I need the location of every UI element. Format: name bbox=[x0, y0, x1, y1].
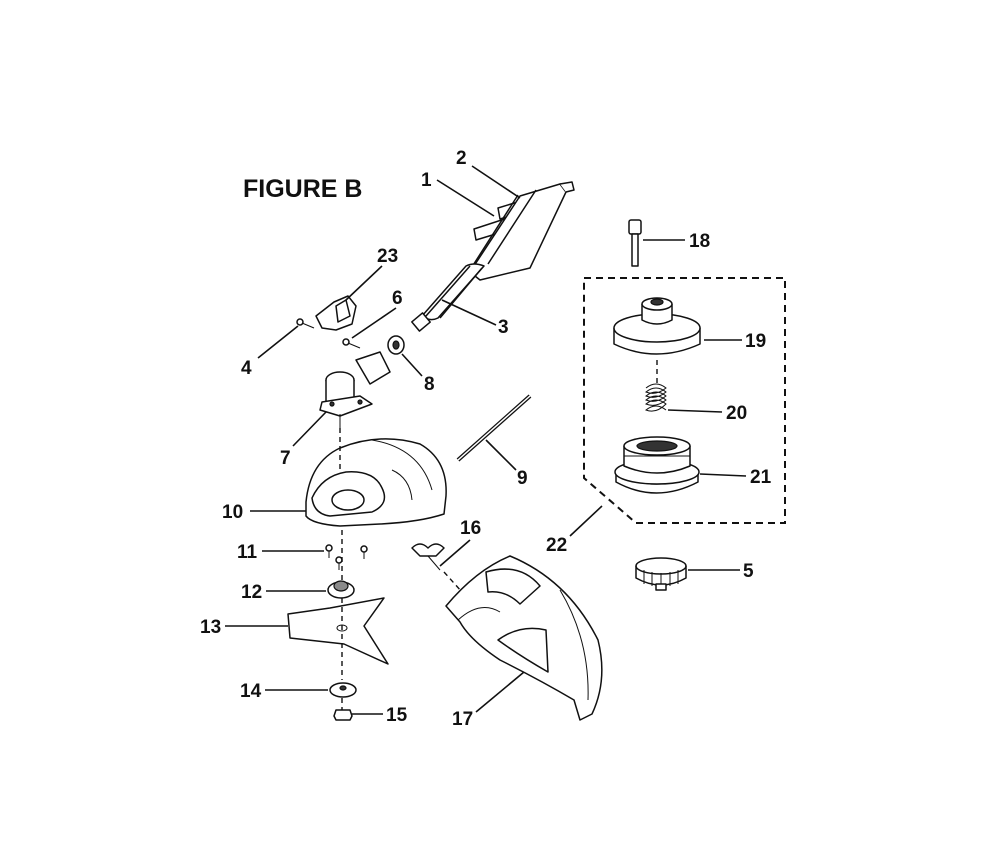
part-6-screw bbox=[342, 338, 361, 349]
callout-16: 16 bbox=[460, 518, 481, 539]
part-19-spool-cover bbox=[613, 297, 701, 355]
callout-9: 9 bbox=[517, 468, 528, 489]
part-7-gear-head bbox=[319, 351, 391, 428]
part-4-screw bbox=[296, 318, 315, 329]
callout-numbers: 1 2 3 4 5 6 7 8 9 10 11 12 13 14 15 16 1… bbox=[200, 148, 772, 730]
callout-6: 6 bbox=[392, 288, 403, 309]
callout-3: 3 bbox=[498, 317, 509, 338]
part-9-hex-key bbox=[456, 394, 532, 462]
callout-20: 20 bbox=[726, 403, 747, 424]
leader-lines bbox=[225, 165, 747, 715]
callout-4: 4 bbox=[241, 358, 252, 379]
assembly-axis-lines bbox=[339, 360, 658, 710]
callout-15: 15 bbox=[386, 705, 408, 726]
part-22-kit-outline bbox=[583, 277, 786, 524]
part-21-spool bbox=[614, 436, 700, 494]
callout-14: 14 bbox=[240, 681, 262, 702]
callout-8: 8 bbox=[424, 374, 435, 395]
part-8-bushing bbox=[387, 335, 405, 355]
callout-17: 17 bbox=[452, 709, 473, 730]
callout-22: 22 bbox=[546, 535, 567, 556]
callout-13: 13 bbox=[200, 617, 221, 638]
part-16-wing-nut bbox=[411, 543, 445, 571]
callout-12: 12 bbox=[241, 582, 262, 603]
part-3-shaft bbox=[411, 181, 575, 332]
part-5-bump-knob bbox=[635, 557, 687, 591]
part-15-nut bbox=[333, 709, 353, 721]
part-13-blade bbox=[287, 597, 389, 665]
callout-23: 23 bbox=[377, 246, 398, 267]
part-23-clamp bbox=[315, 295, 357, 331]
callout-19: 19 bbox=[745, 331, 766, 352]
part-20-spring bbox=[645, 383, 667, 412]
callout-2: 2 bbox=[456, 148, 467, 169]
callout-18: 18 bbox=[689, 231, 710, 252]
part-12-washer bbox=[327, 580, 355, 599]
callout-10: 10 bbox=[222, 502, 243, 523]
callout-11: 11 bbox=[237, 542, 258, 563]
part-17-shield bbox=[445, 555, 603, 721]
callout-21: 21 bbox=[750, 467, 772, 488]
figure-title: FIGURE B bbox=[243, 175, 362, 203]
part-18-bolt bbox=[628, 219, 642, 267]
callout-1: 1 bbox=[421, 170, 432, 191]
part-10-guard bbox=[305, 438, 447, 527]
callout-7: 7 bbox=[280, 448, 291, 469]
part-14-washer bbox=[329, 682, 357, 698]
part-11-screws bbox=[325, 544, 368, 570]
callout-5: 5 bbox=[743, 561, 754, 582]
